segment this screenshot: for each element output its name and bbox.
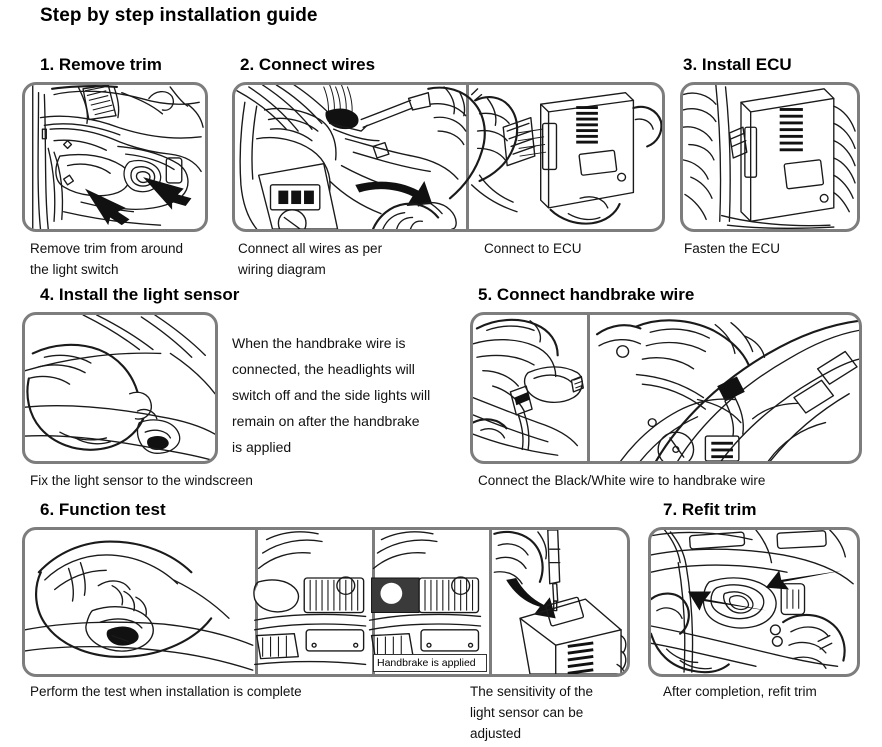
step-6-caption-secondary-line-1: The sensitivity of the <box>470 684 594 699</box>
function-test-illustration <box>25 530 627 674</box>
step-6-caption-secondary-line-2: light sensor can be <box>470 705 584 720</box>
handbrake-applied-label: Handbrake is applied <box>373 654 487 672</box>
step-4-body-line-3: switch off and the side lights will <box>232 387 431 403</box>
step-4-title: 4. Install the light sensor <box>40 285 240 304</box>
step-2-caption-secondary: Connect to ECU <box>484 241 582 256</box>
step-5-image-panel <box>470 312 862 464</box>
light-sensor-illustration <box>25 315 215 461</box>
panel-divider <box>466 85 469 229</box>
step-4-image-panel <box>22 312 218 464</box>
step-1-image-panel <box>22 82 208 232</box>
panel-divider <box>587 315 590 461</box>
step-1-caption-line-2: the light switch <box>30 262 119 277</box>
handbrake-wire-illustration <box>473 318 859 461</box>
step-3-image-panel <box>680 82 860 232</box>
install-ecu-illustration <box>683 85 856 229</box>
step-1-caption: Remove trim from around the light switch <box>30 238 230 280</box>
step-2-title: 2. Connect wires <box>240 55 376 74</box>
step-6-caption-secondary: The sensitivity of the light sensor can … <box>470 681 620 744</box>
step-7-caption: After completion, refit trim <box>663 684 817 699</box>
step-2-caption-line-1: Connect all wires as per <box>238 241 383 256</box>
step-1-caption-line-1: Remove trim from around <box>30 241 184 256</box>
step-7-image-panel <box>648 527 860 677</box>
refit-trim-illustration <box>651 530 854 674</box>
step-3-caption: Fasten the ECU <box>684 241 781 256</box>
step-5-caption: Connect the Black/White wire to handbrak… <box>478 473 766 488</box>
step-6-caption: Perform the test when installation is co… <box>30 684 302 699</box>
step-6-image-panel: Handbrake is applied <box>22 527 630 677</box>
step-2-caption-line-2: wiring diagram <box>238 262 326 277</box>
step-6-title: 6. Function test <box>40 500 166 519</box>
step-4-body-line-2: connected, the headlights will <box>232 361 415 377</box>
step-5-title: 5. Connect handbrake wire <box>478 285 695 304</box>
page-title: Step by step installation guide <box>40 5 318 26</box>
connect-wires-illustration <box>236 85 662 229</box>
step-2-caption: Connect all wires as per wiring diagram <box>238 238 458 280</box>
step-4-body-line-1: When the handbrake wire is <box>232 335 406 351</box>
remove-trim-illustration <box>32 85 204 229</box>
step-4-caption: Fix the light sensor to the windscreen <box>30 473 253 488</box>
step-4-body-text: When the handbrake wire is connected, th… <box>232 330 460 460</box>
step-6-caption-secondary-line-3: adjusted <box>470 726 522 741</box>
panel-divider <box>489 530 492 674</box>
step-2-image-panel <box>232 82 665 232</box>
step-7-title: 7. Refit trim <box>663 500 757 519</box>
step-4-body-line-5: is applied <box>232 439 292 455</box>
step-1-title: 1. Remove trim <box>40 55 162 74</box>
step-3-title: 3. Install ECU <box>683 55 792 74</box>
step-4-body-line-4: remain on after the handbrake <box>232 413 420 429</box>
